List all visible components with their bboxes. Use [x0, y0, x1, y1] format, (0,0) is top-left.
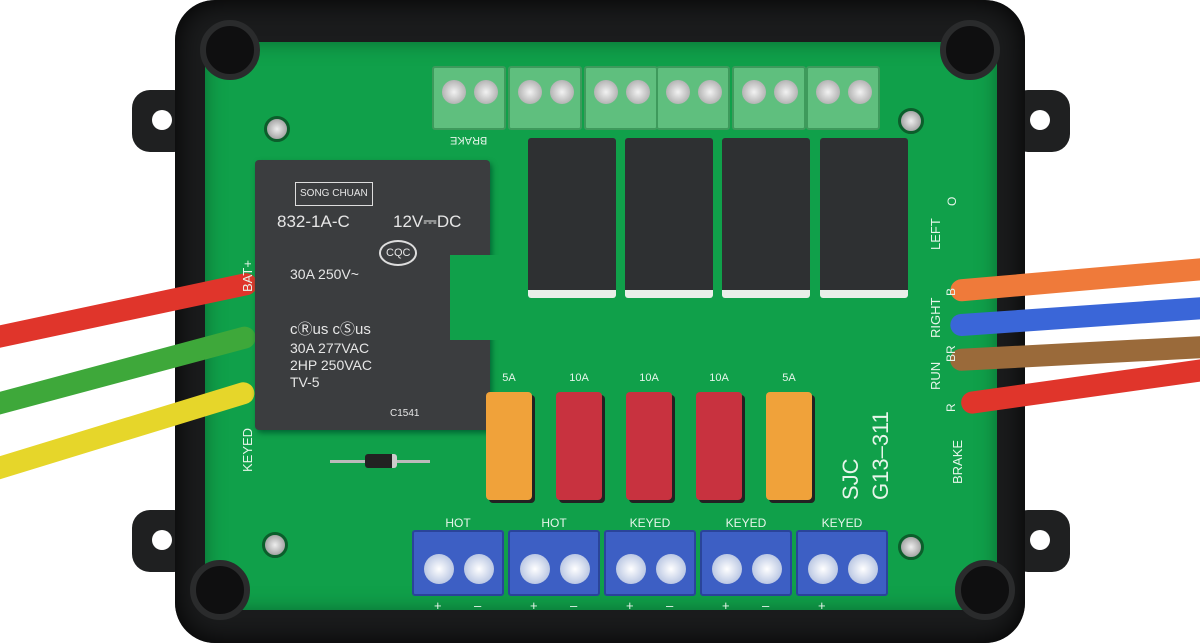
brake-label: BRAKE: [950, 439, 965, 484]
relay: [820, 138, 908, 298]
fuse-rating: 10A: [709, 372, 729, 384]
relay-model: 832-1A-C: [277, 212, 350, 231]
fuse-5a[interactable]: [486, 392, 532, 500]
brake-wire-color: R: [944, 403, 958, 412]
bat-label: BAT+: [240, 260, 255, 292]
fuse-10a[interactable]: [626, 392, 672, 500]
relay-notch: [450, 255, 510, 340]
left-wire-color: O: [945, 196, 959, 206]
right-wire-color: B: [944, 287, 958, 296]
right-label: RIGHT: [928, 297, 943, 338]
plus-label: +: [434, 598, 442, 613]
plus-label: +: [818, 598, 826, 613]
cqc-mark: CQC: [379, 240, 418, 266]
relay: [528, 138, 616, 298]
relay-rating: TV-5: [290, 374, 320, 390]
corner-screw-hole: [200, 20, 260, 80]
relay-code: C1541: [390, 408, 420, 419]
fuse-rating: 10A: [569, 372, 589, 384]
fuse-rating: 5A: [502, 372, 516, 384]
board-part-number: G13–311: [868, 411, 893, 500]
run-label: RUN: [928, 361, 943, 390]
terminal-label: BRAKE: [450, 134, 488, 146]
diode: [365, 454, 397, 468]
relay-brand: SONG CHUAN: [295, 182, 373, 206]
board-screw: [898, 108, 924, 134]
minus-label: –: [762, 598, 770, 613]
plus-label: +: [626, 598, 634, 613]
board-screw: [262, 532, 288, 558]
output-label: KEYED: [821, 516, 863, 530]
relay-rating: 2HP 250VAC: [290, 357, 372, 373]
relay-rating: 30A 250V~: [290, 266, 359, 282]
corner-screw-hole: [955, 560, 1015, 620]
terminal-block[interactable]: [806, 66, 880, 130]
board-screw: [264, 116, 290, 142]
output-label: KEYED: [725, 516, 767, 530]
relay-voltage: 12V⎓DC: [393, 212, 462, 231]
corner-screw-hole: [190, 560, 250, 620]
output-label: HOT: [445, 516, 471, 530]
board-maker: SJC: [838, 458, 863, 500]
keyed-label: KEYED: [240, 427, 255, 472]
terminal-block[interactable]: [584, 66, 658, 130]
relay: [625, 138, 713, 298]
plus-label: +: [530, 598, 538, 613]
minus-label: –: [666, 598, 674, 613]
terminal-block[interactable]: [732, 66, 806, 130]
terminal-block[interactable]: [508, 66, 582, 130]
board-screw: [898, 534, 924, 560]
output-label: KEYED: [629, 516, 671, 530]
output-terminal[interactable]: [700, 530, 792, 596]
output-terminal[interactable]: [796, 530, 888, 596]
output-terminal[interactable]: [604, 530, 696, 596]
corner-screw-hole: [940, 20, 1000, 80]
output-label: HOT: [541, 516, 567, 530]
left-label: LEFT: [928, 218, 943, 250]
plus-label: +: [722, 598, 730, 613]
minus-label: –: [474, 598, 482, 613]
run-wire-color: BR: [944, 345, 958, 362]
terminal-block[interactable]: [432, 66, 506, 130]
output-terminal[interactable]: [412, 530, 504, 596]
terminal-block[interactable]: [656, 66, 730, 130]
ul-mark: cⓇus cⓈus: [290, 321, 371, 338]
relay: [722, 138, 810, 298]
fuse-5a[interactable]: [766, 392, 812, 500]
fuse-rating: 5A: [782, 372, 796, 384]
minus-label: –: [570, 598, 578, 613]
fuse-rating: 10A: [639, 372, 659, 384]
fuse-10a[interactable]: [556, 392, 602, 500]
output-terminal[interactable]: [508, 530, 600, 596]
fuse-10a[interactable]: [696, 392, 742, 500]
relay-rating: 30A 277VAC: [290, 340, 370, 356]
